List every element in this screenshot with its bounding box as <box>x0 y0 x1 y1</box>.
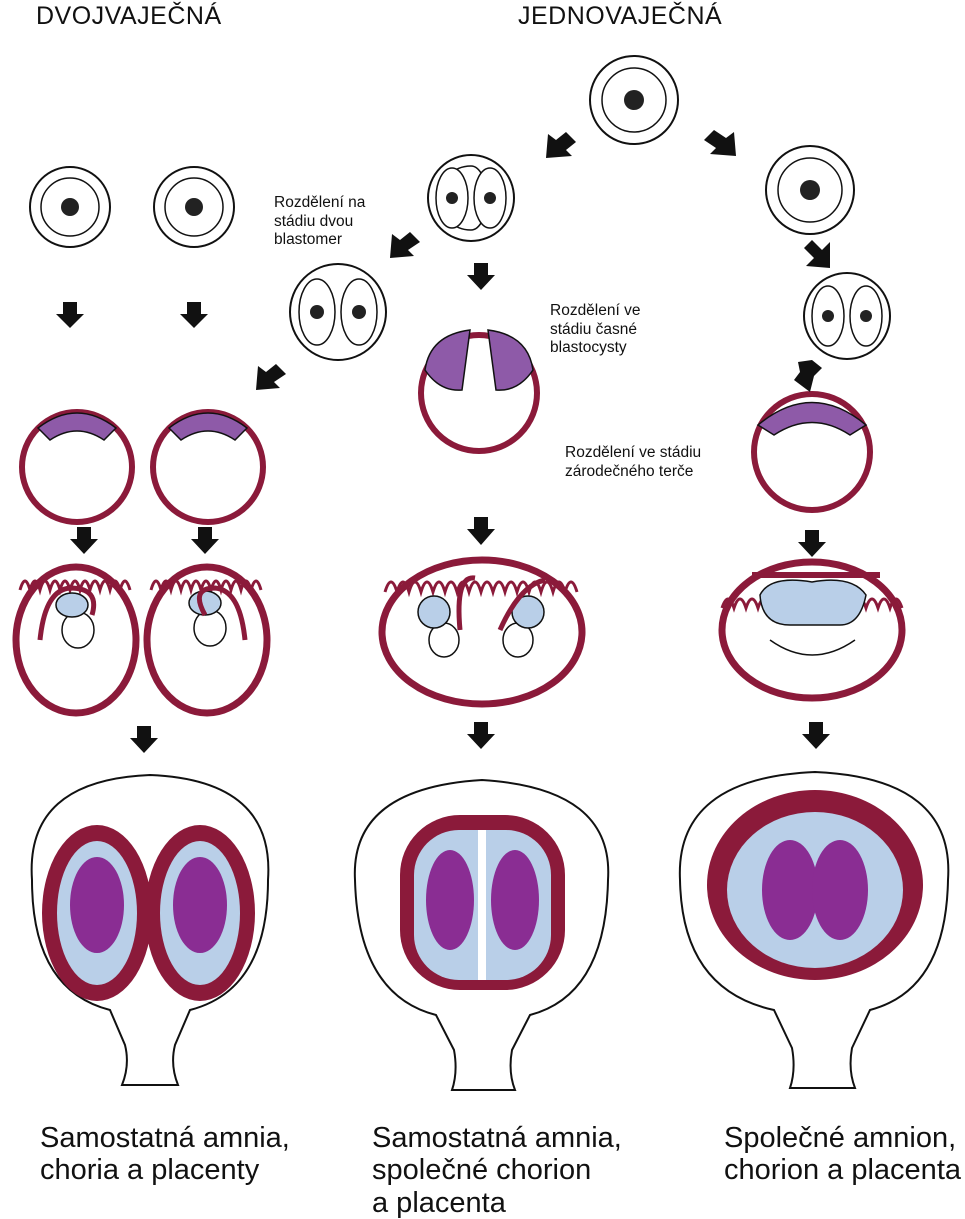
two-cell-stage-middle <box>428 155 514 241</box>
arrow-diagonal-icon <box>794 360 822 392</box>
implanted-embryo-dizygotic-2 <box>147 567 267 713</box>
arrow-down-icon <box>180 302 208 328</box>
blastocyst-dizygotic-2 <box>153 412 263 522</box>
arrow-diagonal-icon <box>704 130 736 156</box>
zygote-monozygotic <box>590 56 678 144</box>
blastocyst-germ-disc <box>754 394 870 510</box>
two-cell-stage-left <box>290 264 386 360</box>
uterus-middle <box>355 780 608 1090</box>
zygote-dizygotic-1 <box>30 167 110 247</box>
note-germ-disc: Rozdělení ve stádiu zárodečného terče <box>565 444 701 481</box>
arrow-diagonal-icon <box>804 240 830 268</box>
heading-monozygotic: JEDNOVAJEČNÁ <box>518 2 722 31</box>
arrow-down-icon <box>56 302 84 328</box>
zygote-dizygotic-2 <box>154 167 234 247</box>
arrow-down-icon <box>467 722 495 749</box>
arrow-down-icon <box>798 530 826 557</box>
caption-left: Samostatná amnia, choria a placenty <box>40 1122 290 1187</box>
note-early-blastocyst: Rozdělení ve stádiu časné blastocysty <box>550 302 640 358</box>
arrow-diagonal-icon <box>256 364 286 390</box>
arrow-down-icon <box>467 263 495 290</box>
heading-dizygotic: DVOJVAJEČNÁ <box>36 2 222 31</box>
two-cell-stage-right <box>804 273 890 359</box>
caption-right: Společné amnion, chorion a placenta <box>724 1122 961 1187</box>
note-two-blastomere: Rozdělení na stádiu dvou blastomer <box>274 194 365 250</box>
blastocyst-dizygotic-1 <box>22 412 132 522</box>
blastocyst-early-split <box>421 330 537 451</box>
arrow-down-icon <box>70 527 98 554</box>
arrow-diagonal-icon <box>390 232 420 258</box>
arrow-down-icon <box>130 726 158 753</box>
uterus-left <box>32 775 269 1085</box>
implanted-embryo-germ-disc <box>722 562 902 698</box>
arrow-diagonal-icon <box>546 132 576 158</box>
uterus-right <box>680 772 949 1088</box>
arrow-down-icon <box>191 527 219 554</box>
caption-middle: Samostatná amnia, společné chorion a pla… <box>372 1122 622 1219</box>
arrow-down-icon <box>467 517 495 545</box>
zygote-right-branch <box>766 146 854 234</box>
implanted-embryo-dizygotic-1 <box>16 567 136 713</box>
implanted-embryo-early-split <box>382 560 582 704</box>
arrow-down-icon <box>802 722 830 749</box>
